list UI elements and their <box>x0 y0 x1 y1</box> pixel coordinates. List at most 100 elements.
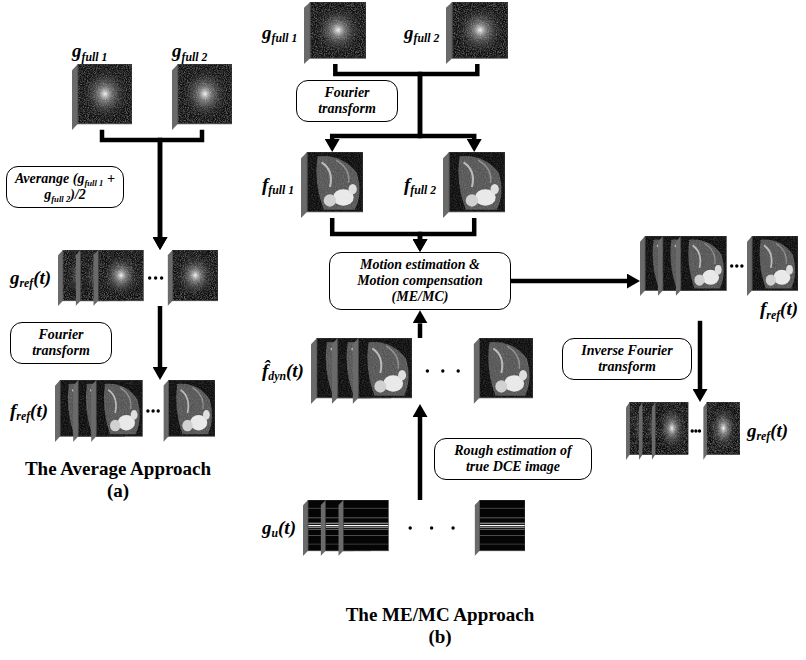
symbol-base: g <box>262 517 272 538</box>
subscript: dyn <box>268 370 286 383</box>
symbol-base: g <box>747 420 757 441</box>
ellipsis-dot <box>730 264 733 267</box>
image-label: gfull 2 <box>172 40 207 63</box>
image-node: gfull 2 <box>404 2 508 64</box>
arrow-connector <box>418 417 423 500</box>
image-node: gu(t) <box>262 500 525 556</box>
image-label: gref(t) <box>747 420 788 443</box>
image-slab <box>703 402 740 460</box>
box-text: Averange (gfull 1 + gfull 2)/2 <box>15 171 115 203</box>
subscript: full 2 <box>414 32 440 45</box>
image-node: gfull 2 <box>172 40 232 130</box>
mr-image <box>301 152 363 218</box>
subscript: full 1 <box>268 184 294 197</box>
image-node: ffull 1 <box>262 152 363 218</box>
process-box: Averange (gfull 1 + gfull 2)/2 <box>6 166 124 208</box>
ellipsis-dot <box>694 429 697 432</box>
image-label: gfull 2 <box>404 22 439 45</box>
process-box: Fourier transform <box>10 322 112 364</box>
subscript: full 2 <box>51 194 70 204</box>
symbol-base: f <box>404 174 410 195</box>
ellipsis-dot <box>160 276 163 279</box>
image-slab <box>168 250 218 306</box>
image-slab <box>338 500 388 556</box>
image-slab <box>91 380 143 442</box>
ellipsis-dot <box>735 264 738 267</box>
box-text: Inverse Fourier transform <box>571 343 683 375</box>
image-stack <box>640 236 798 296</box>
image-label: gfull 1 <box>262 22 297 45</box>
image-stack <box>311 338 533 404</box>
image-slab <box>652 402 689 460</box>
subscript: full 1 <box>84 178 103 188</box>
image-label: gfull 1 <box>72 40 107 63</box>
image-slab <box>474 338 533 404</box>
arrow-connector <box>418 323 423 338</box>
subscript: ref <box>757 430 771 443</box>
image-slab <box>172 64 232 130</box>
symbol-base: g <box>77 171 84 186</box>
ellipsis-dot <box>151 409 154 412</box>
ellipsis-dot <box>451 526 454 529</box>
mr-image <box>304 2 366 64</box>
symbol-base: g <box>10 267 20 288</box>
subscript: full 1 <box>82 51 108 64</box>
image-node: fref(t) <box>10 380 215 442</box>
subscript: ref <box>20 277 34 290</box>
ellipsis-dot <box>157 409 160 412</box>
mr-image <box>72 64 132 130</box>
symbol-base: f̂ <box>262 360 268 381</box>
subscript: u <box>272 527 279 540</box>
arrow-connector <box>698 321 703 389</box>
symbol-base: f <box>760 298 766 319</box>
ellipsis-dot <box>408 526 411 529</box>
image-label: fref(t) <box>760 298 798 321</box>
box-text: Rough estimation of true DCE image <box>443 443 583 475</box>
image-node: fref(t) <box>640 236 798 321</box>
image-slab <box>475 500 525 556</box>
subscript: full 2 <box>410 184 436 197</box>
image-label: gu(t) <box>262 517 296 540</box>
ellipsis-dot <box>148 276 151 279</box>
arrow-connector <box>511 279 627 284</box>
panel-caption: (a) <box>0 480 236 503</box>
arrow-connector <box>160 130 202 237</box>
box-text: Fourier transform <box>19 327 103 359</box>
image-slab <box>163 380 215 442</box>
ellipsis-dot <box>740 264 743 267</box>
image-stack <box>626 402 740 460</box>
mr-image <box>443 152 505 218</box>
image-node: gref(t) <box>626 402 788 460</box>
image-slab <box>676 236 727 296</box>
image-label: ffull 1 <box>262 174 294 197</box>
image-slab <box>446 2 508 64</box>
ellipsis-dot <box>430 526 433 529</box>
arrow-connector <box>420 64 477 139</box>
image-label: f̂dyn(t) <box>262 360 304 383</box>
ellipsis-dot <box>691 429 694 432</box>
image-slab <box>353 338 412 404</box>
image-slab <box>443 152 505 218</box>
image-node: gfull 1 <box>262 2 366 64</box>
subscript: ref <box>16 410 30 423</box>
arrow-connector <box>158 306 163 367</box>
image-slab <box>93 250 143 306</box>
symbol-base: f <box>10 400 16 421</box>
image-node: gfull 1 <box>72 40 132 130</box>
image-stack <box>58 250 218 306</box>
arrow-connector <box>332 218 420 239</box>
process-box: Motion estimation & Motion compensation … <box>329 252 511 310</box>
image-node: gref(t) <box>10 250 218 306</box>
image-slab <box>72 64 132 130</box>
mr-image <box>172 64 232 130</box>
ellipsis-dot <box>154 276 157 279</box>
panel-caption: The ME/MC Approach <box>290 604 590 627</box>
ellipsis-dot <box>441 369 444 372</box>
subscript: full 1 <box>272 32 298 45</box>
image-label: fref(t) <box>10 400 48 423</box>
symbol-base: g <box>172 40 182 61</box>
box-text: Motion estimation & Motion compensation … <box>338 257 502 305</box>
ellipsis-dot <box>698 429 701 432</box>
box-text: Fourier transform <box>305 85 389 117</box>
